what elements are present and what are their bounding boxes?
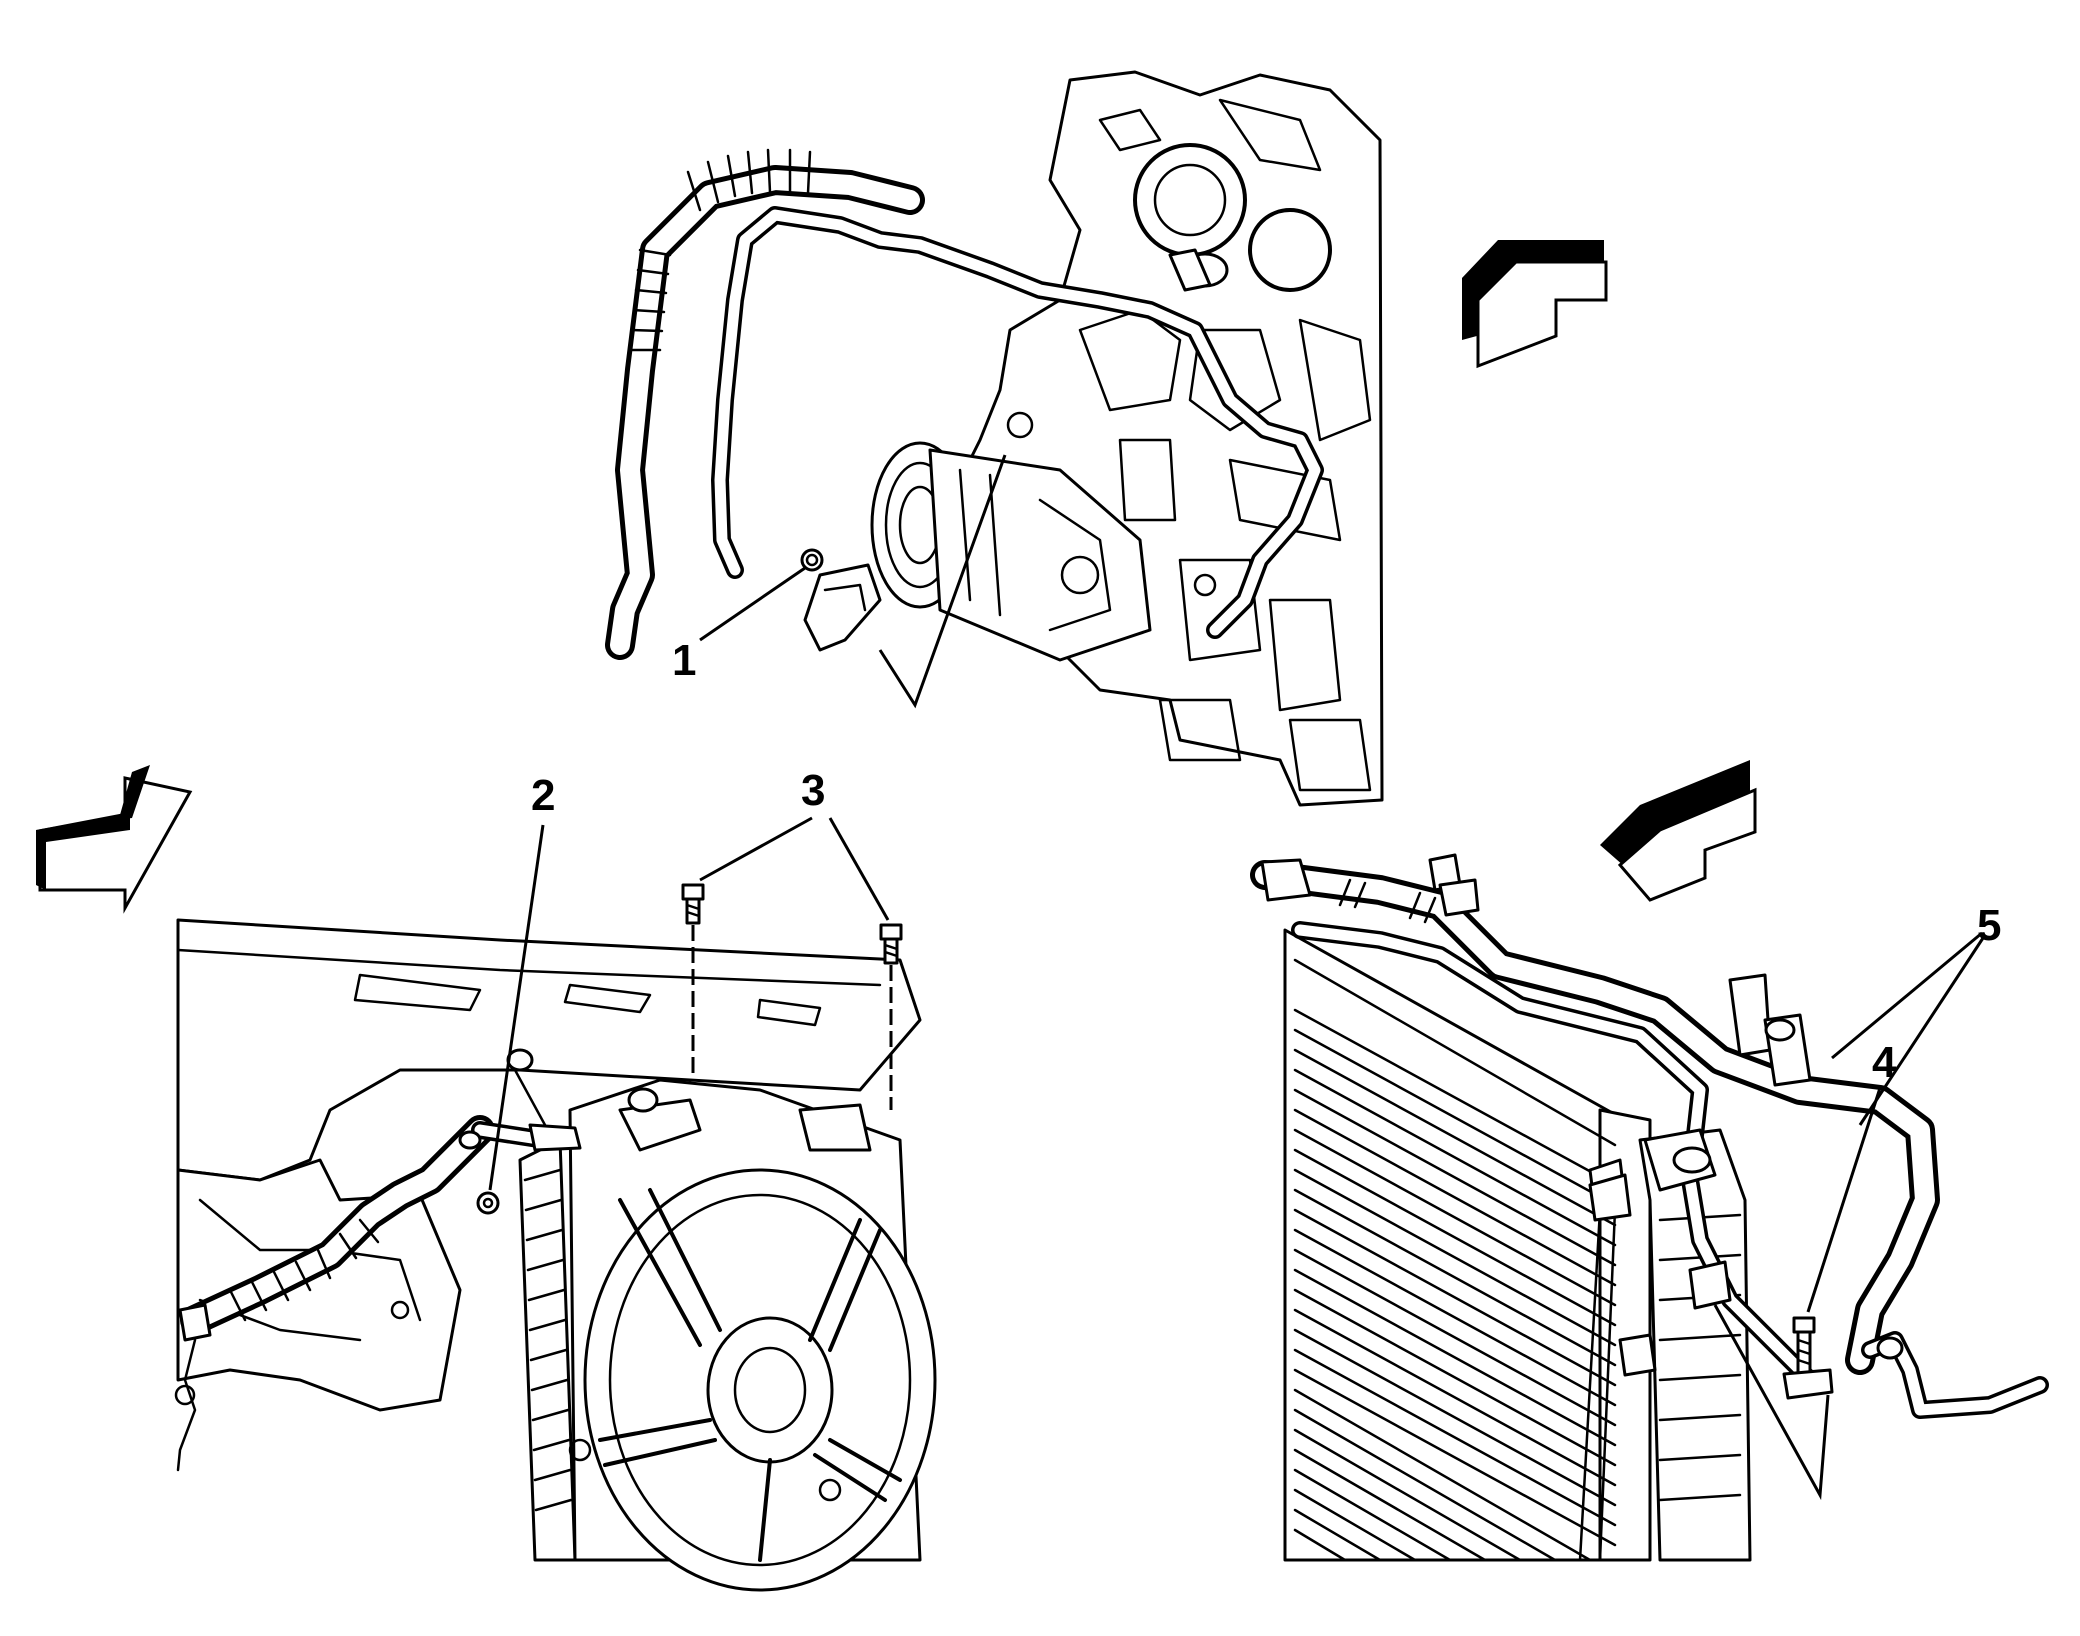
callout-3: 3 xyxy=(801,766,825,815)
leader-5b xyxy=(1858,934,1987,1126)
direction-arrow-icon xyxy=(1600,760,1757,902)
leader-3b xyxy=(828,817,890,921)
radiator-core-left xyxy=(518,1138,577,1562)
hose-ribbing-left xyxy=(228,1218,380,1322)
direction-arrow-icon xyxy=(1462,240,1608,369)
leader-1 xyxy=(699,566,806,642)
bolt-icon xyxy=(1782,1316,1834,1400)
bolt-icon xyxy=(879,923,903,965)
callout-2: 2 xyxy=(531,771,555,820)
hose-ribbing xyxy=(628,148,812,352)
line-brackets xyxy=(1428,853,1812,1377)
condenser-view: 4 5 xyxy=(1250,760,2049,1562)
mount-brackets xyxy=(506,1048,872,1152)
leader-compressor xyxy=(878,454,1007,709)
compressor-manifold xyxy=(803,563,882,652)
callout-1: 1 xyxy=(672,636,696,685)
upper-fitting xyxy=(1168,248,1229,292)
bolt-icon xyxy=(681,883,705,925)
ac-compressor xyxy=(870,441,1152,662)
bolt-icon xyxy=(800,548,824,572)
condenser-core xyxy=(1283,928,1652,1562)
cooling-fan xyxy=(568,1078,937,1592)
leader-4 xyxy=(1806,1087,1882,1313)
leader-lower-fitting xyxy=(1713,1304,1830,1501)
callout-5: 5 xyxy=(1977,901,2001,950)
leader-2 xyxy=(488,824,545,1191)
engine-details xyxy=(1006,98,1372,792)
engine-compressor-view: 1 xyxy=(605,70,1608,807)
direction-arrow-icon xyxy=(36,765,193,914)
receiver-dryer xyxy=(1578,1128,1752,1562)
engine-block xyxy=(948,70,1384,807)
nut-icon xyxy=(476,1191,500,1215)
leader-5a xyxy=(1831,931,1983,1060)
callout-4: 4 xyxy=(1872,1038,1897,1087)
leader-3a xyxy=(699,816,813,882)
radiator-fan-view: 2 3 xyxy=(36,765,937,1592)
